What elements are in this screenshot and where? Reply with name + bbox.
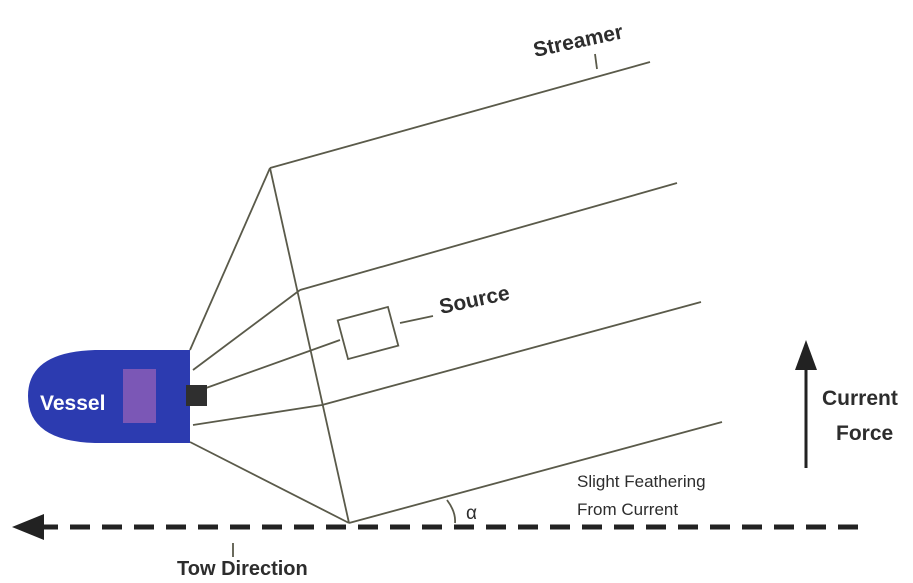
lead-in-line-4 [189,441,350,524]
lead-in-line-1 [189,167,271,351]
vessel-cabin [123,369,156,423]
current-force-arrowhead [795,340,817,370]
source-leader [399,315,434,324]
source-label: Source [437,282,511,319]
tow-direction-label: Tow Direction [177,558,308,580]
spread-rope-front [269,167,350,524]
lead-in-line-3 [192,404,323,426]
lead-in-line-2 [192,289,301,371]
streamer-leader [594,53,598,70]
vessel-connector [186,385,207,406]
current-force-label-line2: Force [836,422,893,445]
streamer-label: Streamer [531,20,625,61]
tow-direction-arrowhead [12,514,44,540]
streamer-line-2 [299,182,678,291]
feathering-label-line1: Slight Feathering [577,472,706,491]
vessel-label: Vessel [40,392,105,415]
angle-label: α [466,503,477,524]
current-force-label-line1: Current [822,387,898,410]
feathering-angle-arc [446,499,456,524]
streamer-line-3 [321,301,702,406]
source-tow-line [205,339,341,389]
source-box [336,305,400,361]
streamer-line-1 [269,61,651,169]
feathering-label-line2: From Current [577,500,678,519]
streamer-line-4 [348,421,723,524]
